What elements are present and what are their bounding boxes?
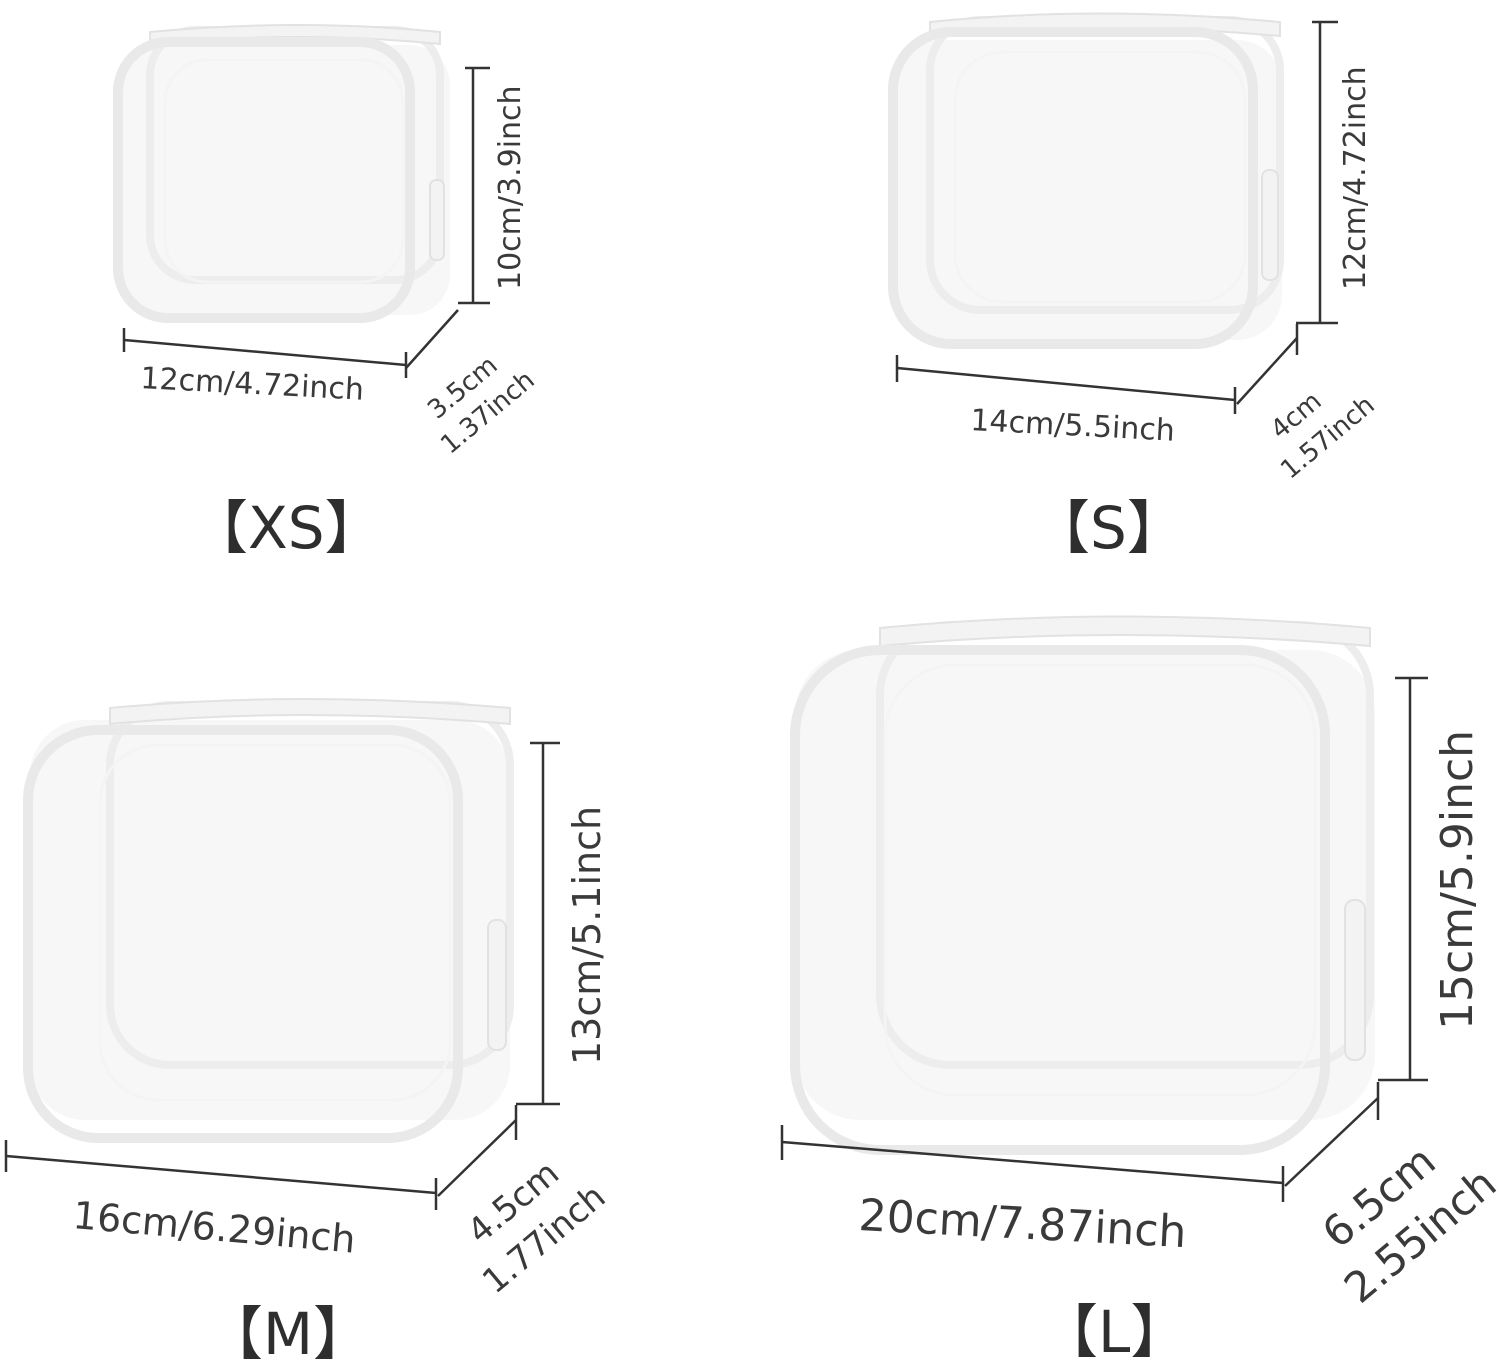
xs-depth-line	[405, 309, 459, 369]
l-width-line	[781, 1140, 1284, 1185]
s-depth-line	[1236, 337, 1298, 405]
s-height-label: 12cm/4.72inch	[1338, 66, 1373, 290]
xs-width-label: 12cm/4.72inch	[140, 361, 365, 408]
l-width-label: 20cm/7.87inch	[857, 1190, 1187, 1258]
pouch-m: 13cm/5.1inch 16cm/6.29inch 4.5cm 1.77inc…	[4, 698, 613, 1368]
m-size-label: 【M】	[205, 1300, 371, 1366]
pouch-l: 15cm/5.9inch 20cm/7.87inch 6.5cm 2.55inc…	[780, 615, 1500, 1366]
m-width-line	[5, 1154, 437, 1195]
xs-width-line	[123, 338, 407, 367]
pouch-xs-image	[113, 24, 450, 323]
m-height-label: 13cm/5.1inch	[565, 806, 609, 1065]
l-size-label: 【L】	[1040, 1298, 1188, 1366]
pouch-l-image	[790, 615, 1375, 1155]
s-size-label: 【S】	[1032, 494, 1185, 562]
m-depth-line	[437, 1119, 517, 1197]
xs-size-label: 【XS】	[190, 494, 383, 562]
xs-height-label: 10cm/3.9inch	[493, 85, 528, 290]
s-width-label: 14cm/5.5inch	[970, 403, 1176, 449]
pouch-s-image	[888, 12, 1284, 349]
l-height-label: 15cm/5.9inch	[1432, 730, 1483, 1030]
pouch-s: 12cm/4.72inch 14cm/5.5inch 4cm 1.57inch …	[888, 12, 1381, 562]
s-width-line	[896, 366, 1236, 402]
l-depth-line	[1284, 1097, 1379, 1187]
pouch-xs: 10cm/3.9inch 12cm/4.72inch 3.5cm 1.37inc…	[113, 24, 541, 562]
m-width-label: 16cm/6.29inch	[71, 1193, 357, 1262]
pouch-m-image	[23, 698, 514, 1143]
